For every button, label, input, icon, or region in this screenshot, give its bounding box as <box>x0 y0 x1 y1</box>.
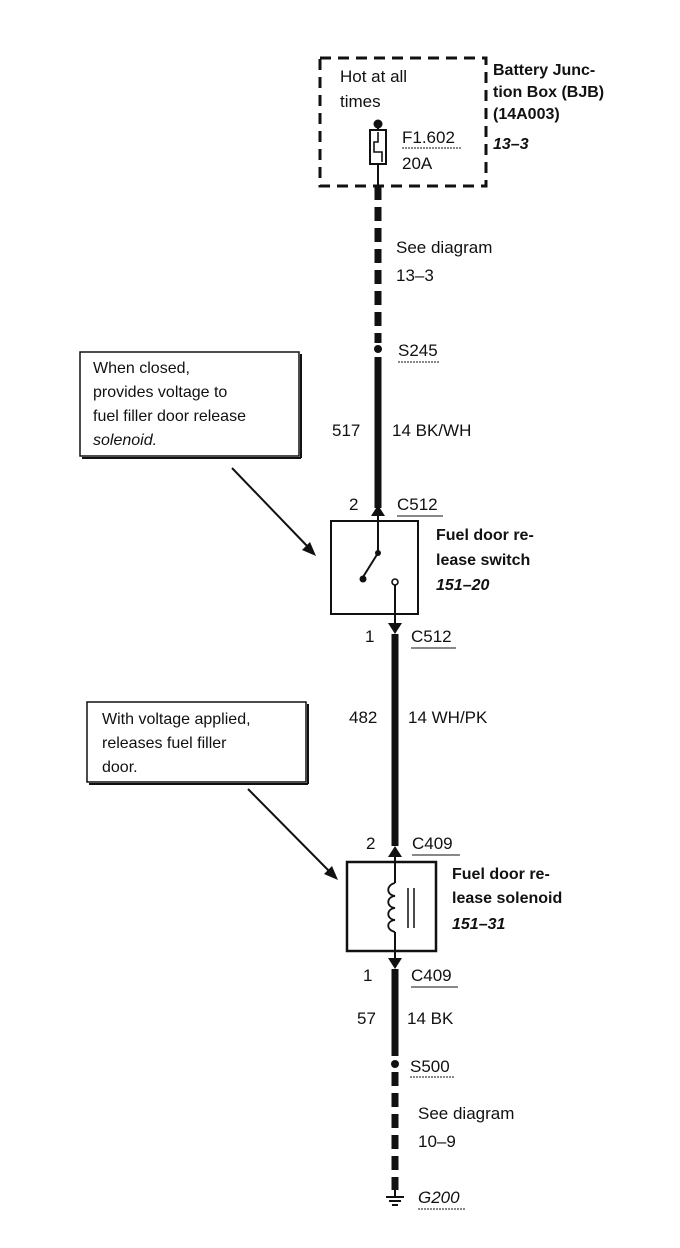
switch-connector-top: C512 <box>397 495 438 514</box>
note-switch-text: fuel filler door release <box>93 408 246 425</box>
connector-arrow-c409-bottom <box>388 958 402 969</box>
note-solenoid-text: With voltage applied, <box>102 711 251 728</box>
wire-57-circuit: 57 <box>357 1009 376 1028</box>
splice-s245: S245 <box>398 341 438 360</box>
note-switch-text: solenoid. <box>93 432 157 449</box>
ground-label: G200 <box>418 1188 460 1207</box>
wire-482-circuit: 482 <box>349 708 377 727</box>
bjb-title: Battery Junc- <box>493 62 595 79</box>
splice-s500: S500 <box>410 1057 450 1076</box>
note-switch-arrow <box>231 467 310 549</box>
fuse-id: F1.602 <box>402 128 455 147</box>
switch-connector-bottom: C512 <box>411 627 452 646</box>
solenoid-connector-bottom: C409 <box>411 966 452 985</box>
connector-arrow-c512-top <box>371 505 385 516</box>
switch-pin-bottom: 1 <box>365 627 374 646</box>
solenoid-connector-top: C409 <box>412 834 453 853</box>
bjb-hot-text: times <box>340 92 381 111</box>
solenoid-ref: 151–31 <box>452 916 505 933</box>
note-switch-text: When closed, <box>93 360 190 377</box>
see-diagram-top: 13–3 <box>396 266 434 285</box>
splice-s245-dot <box>374 345 382 353</box>
wire-517-circuit: 517 <box>332 421 360 440</box>
note-solenoid-arrowhead <box>324 866 338 880</box>
coil-icon <box>387 857 415 962</box>
solenoid-pin-bottom: 1 <box>363 966 372 985</box>
fuse-icon <box>369 129 387 165</box>
wire-57-color: 14 BK <box>407 1009 454 1028</box>
see-diagram-bottom: See diagram <box>418 1104 514 1123</box>
fuse-rating: 20A <box>402 154 433 173</box>
bjb-title: tion Box (BJB) <box>493 84 604 101</box>
ground-icon <box>386 1190 404 1206</box>
bjb-dashed-box <box>318 56 488 188</box>
switch-contact-icon <box>359 512 399 628</box>
note-switch-box <box>79 351 300 457</box>
connector-arrow-c409-top <box>388 846 402 857</box>
wire-517-color: 14 BK/WH <box>392 421 471 440</box>
bjb-hot-text: Hot at all <box>340 67 407 86</box>
solenoid-pin-top: 2 <box>366 834 375 853</box>
note-solenoid-arrow <box>247 788 331 873</box>
bjb-ref: 13–3 <box>493 136 529 153</box>
bjb-title: (14A003) <box>493 106 560 123</box>
switch-body <box>330 520 419 615</box>
wire-482-color: 14 WH/PK <box>408 708 488 727</box>
note-solenoid-box <box>86 701 307 783</box>
connector-arrow-c512-bottom <box>388 623 402 634</box>
note-switch-arrowhead <box>302 542 316 556</box>
switch-pin-top: 2 <box>349 495 358 514</box>
note-switch-text: provides voltage to <box>93 384 227 401</box>
splice-s500-dot <box>391 1060 399 1068</box>
solenoid-title: Fuel door re- <box>452 866 550 883</box>
note-solenoid-text: releases fuel filler <box>102 735 227 752</box>
switch-title: Fuel door re- <box>436 527 534 544</box>
see-diagram-bottom: 10–9 <box>418 1132 456 1151</box>
switch-ref: 151–20 <box>436 577 489 594</box>
switch-title: lease switch <box>436 552 530 569</box>
solenoid-title: lease solenoid <box>452 890 562 907</box>
note-solenoid-text: door. <box>102 759 138 776</box>
see-diagram-top: See diagram <box>396 238 492 257</box>
